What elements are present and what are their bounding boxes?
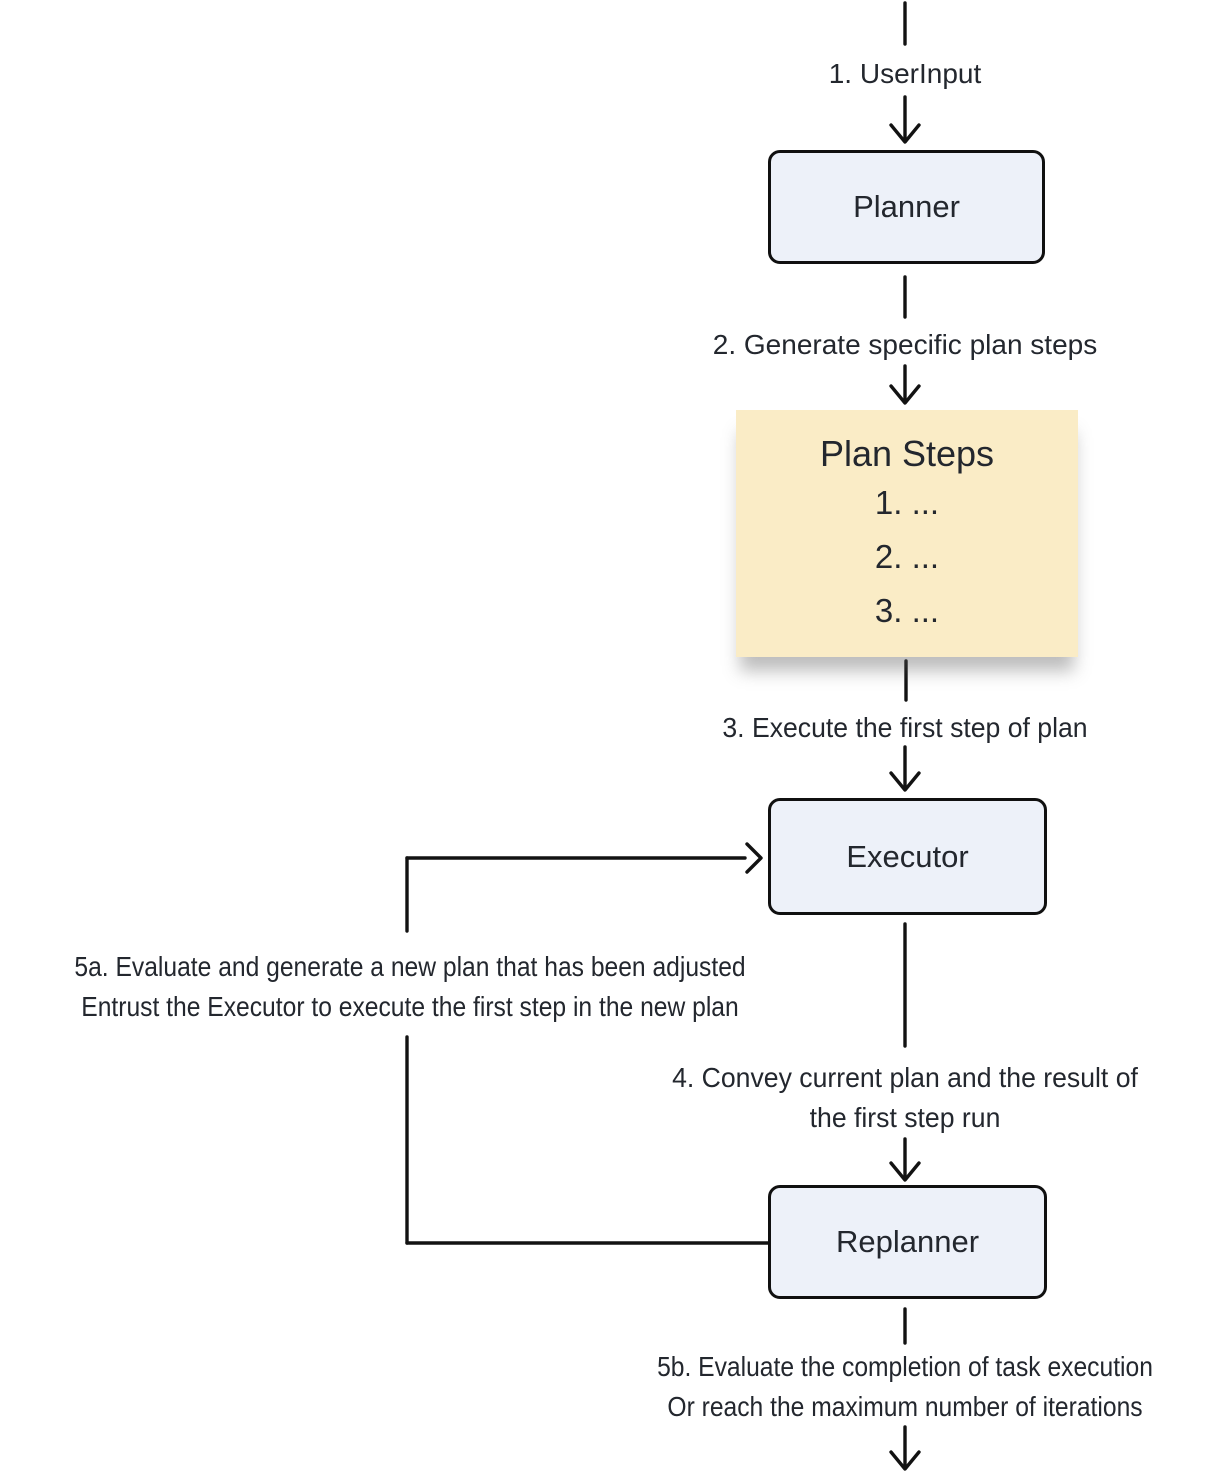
edge-label-replan-line2: Entrust the Executor to execute the firs… [81,991,739,1022]
arrowhead-into-executor [889,771,921,792]
edge-label-replan-loop: 5a. Evaluate and generate a new plan tha… [74,947,745,1027]
arrowhead-loop-into-executor [745,842,763,874]
edge-label-finish: 5b. Evaluate the completion of task exec… [657,1347,1153,1427]
plan-steps-item-3: 3. ... [874,592,940,629]
edge-label-finish-line2: Or reach the maximum number of iteration… [667,1391,1143,1422]
edge-label-execute-first: 3. Execute the first step of plan [722,712,1088,743]
edge-label-convey-line2: the first step run [809,1102,1001,1133]
executor-label: Executor [846,838,969,874]
arrowhead-into-replanner [889,1161,921,1182]
plan-steps-title: Plan Steps [819,433,995,474]
node-replanner: Replanner [768,1185,1047,1299]
node-plan-steps: Plan Steps 1. ... 2. ... 3. ... [736,410,1078,657]
plan-steps-item-2: 2. ... [874,538,940,575]
plan-steps-item-1: 1. ... [874,484,940,521]
node-planner: Planner [768,150,1045,264]
edge-label-convey-line1: 4. Convey current plan and the result of [672,1062,1138,1093]
edge-label-replan-line1: 5a. Evaluate and generate a new plan tha… [74,951,746,982]
edge-label-generate-steps: 2. Generate specific plan steps [712,329,1098,360]
replanner-label: Replanner [835,1224,980,1259]
edge-label-finish-line1: 5b. Evaluate the completion of task exec… [657,1351,1153,1382]
arrowhead-finish [889,1450,921,1471]
node-executor: Executor [768,798,1047,915]
arrowhead-into-plansteps [889,384,921,405]
edge-label-convey-result: 4. Convey current plan and the result of… [672,1058,1138,1138]
arrowhead-into-planner [889,123,921,144]
planner-label: Planner [853,189,960,224]
edge-label-user-input: 1. UserInput [828,58,982,89]
